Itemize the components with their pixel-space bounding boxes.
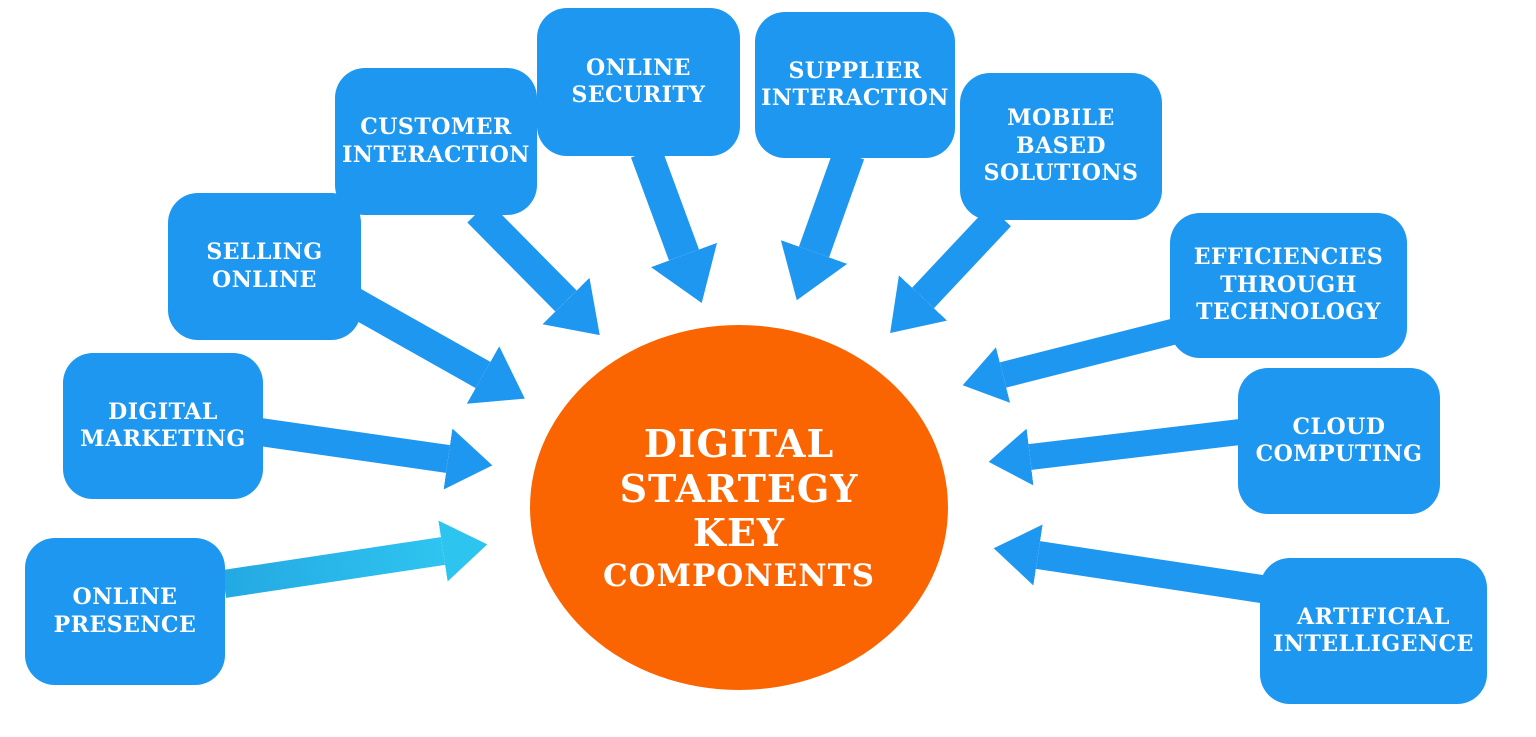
node-artificial-intelligence: ARTIFICIAL INTELLIGENCE [1260,558,1487,704]
node-label: CLOUD COMPUTING [1255,413,1423,468]
node-selling-online: SELLING ONLINE [168,193,361,340]
arrow-from-cloud-computing [988,419,1242,486]
center-subtitle: COMPONENTS [602,557,876,594]
arrow-from-customer-interaction [467,201,600,336]
arrow-from-artificial-intelligence [993,524,1271,604]
node-label: SUPPLIER INTERACTION [761,57,949,112]
node-online-security: ONLINE SECURITY [537,8,740,156]
node-efficiencies-through-technology: EFFICIENCIES THROUGH TECHNOLOGY [1170,213,1407,358]
arrow-from-digital-marketing [258,418,493,490]
node-label: ONLINE SECURITY [571,54,706,109]
arrow-from-efficiencies-through-technology [962,317,1184,403]
arrow-from-mobile-based-solutions [890,205,1011,333]
center-ellipse: DIGITAL STARTEGY KEY COMPONENTS [530,325,948,690]
node-label: EFFICIENCIES THROUGH TECHNOLOGY [1193,244,1384,326]
node-online-presence: ONLINE PRESENCE [25,538,225,685]
node-label: MOBILE BASED SOLUTIONS [983,105,1139,187]
center-title: DIGITAL STARTEGY KEY [619,421,859,556]
node-customer-interaction: CUSTOMER INTERACTION [335,68,537,215]
arrow-from-supplier-interaction [780,148,865,301]
node-digital-marketing: DIGITAL MARKETING [63,353,263,499]
node-label: ONLINE PRESENCE [53,584,197,638]
arrow-from-selling-online [342,286,525,404]
node-supplier-interaction: SUPPLIER INTERACTION [755,12,955,158]
arrow-from-online-security [630,146,718,304]
node-label: SELLING ONLINE [206,239,323,293]
node-label: CUSTOMER INTERACTION [342,114,530,168]
node-label: DIGITAL MARKETING [80,398,246,453]
node-cloud-computing: CLOUD COMPUTING [1238,368,1440,514]
node-label: ARTIFICIAL INTELLIGENCE [1273,603,1474,658]
arrow-from-online-presence [221,520,488,598]
node-mobile-based-solutions: MOBILE BASED SOLUTIONS [960,73,1162,220]
